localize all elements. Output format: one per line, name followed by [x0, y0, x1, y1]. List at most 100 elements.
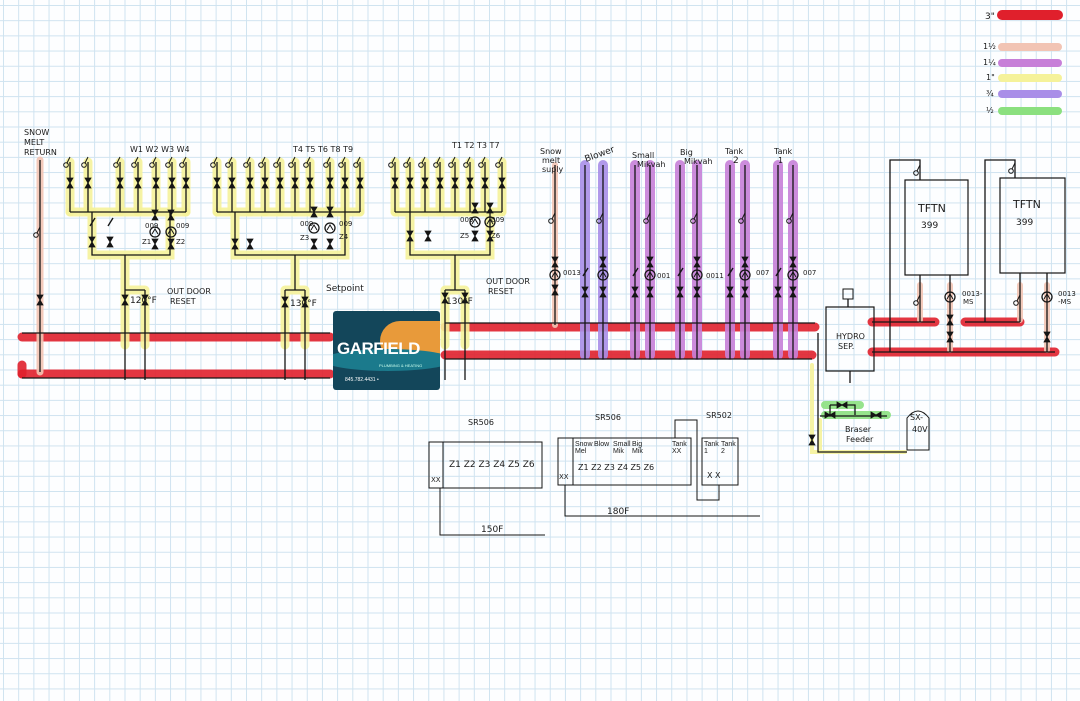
label-pump: 009 — [460, 216, 473, 224]
drain-icon — [916, 294, 921, 302]
valve-icon — [391, 177, 399, 189]
drain-cap-icon — [463, 162, 469, 168]
valve-icon — [631, 286, 639, 298]
label-small-mikvah: Small — [632, 151, 654, 160]
label-snow-melt-supply: suply — [542, 165, 564, 174]
valve-icon — [498, 177, 506, 189]
drain-cap-icon — [596, 218, 602, 224]
label-snow-melt-return: SNOW — [24, 128, 49, 137]
label-zones: Z1 Z2 Z3 Z4 Z5 Z6 — [578, 463, 654, 472]
logo-name: GARFIELD — [337, 339, 420, 358]
label-pump: 009 — [145, 222, 158, 230]
valve-icon — [870, 411, 882, 419]
drain-icon — [741, 212, 746, 220]
valve-icon — [421, 177, 429, 189]
drain-cap-icon — [81, 162, 87, 168]
valve-icon — [808, 434, 816, 446]
label-tank1: 1 — [778, 156, 783, 165]
label-reset: RESET — [488, 287, 514, 296]
drain-cap-icon — [225, 162, 231, 168]
label-temp: 130°F — [446, 297, 473, 307]
drain-icon — [421, 156, 426, 164]
label-small-mikvah: Mikvah — [637, 160, 665, 169]
label-zone: Z3 — [300, 234, 309, 242]
drain-cap-icon — [913, 170, 919, 176]
drain-icon — [152, 156, 157, 164]
valve-icon — [441, 292, 449, 304]
valve-icon — [789, 256, 797, 268]
circulator-pump-icon — [469, 216, 481, 228]
check-valve-icon — [727, 267, 734, 277]
drain-cap-icon — [165, 162, 171, 168]
drain-icon — [116, 156, 121, 164]
label-big-mikvah: Mikvah — [684, 157, 712, 166]
drain-icon — [693, 212, 698, 220]
valve-icon — [424, 230, 432, 242]
label-marks: X X — [707, 471, 721, 480]
circulator-pump-icon — [787, 269, 799, 281]
valve-icon — [167, 209, 175, 221]
drain-cap-icon — [303, 162, 309, 168]
valve-icon — [946, 331, 954, 343]
boiler-1 — [904, 179, 969, 276]
drain-icon — [168, 156, 173, 164]
circulator-pump-icon — [644, 269, 656, 281]
label-group3-zones: T1 T2 T3 T7 — [451, 141, 500, 150]
circulator-pump-icon — [324, 222, 336, 234]
drain-icon — [466, 156, 471, 164]
drain-icon — [1016, 294, 1021, 302]
valve-icon — [356, 177, 364, 189]
legend-label-0-5in: ½ — [986, 106, 994, 115]
drain-icon — [551, 212, 556, 220]
drain-icon — [391, 156, 396, 164]
drain-cap-icon — [243, 162, 249, 168]
main-return-header — [17, 350, 817, 379]
valve-icon — [66, 177, 74, 189]
label-xx: XX — [559, 473, 569, 481]
valve-icon — [246, 238, 254, 250]
label-temp: 180F — [607, 507, 629, 517]
label-tank2: 2 — [733, 156, 739, 166]
valve-and-pump-symbols — [33, 156, 1053, 446]
pipe-size-highlights — [17, 10, 1063, 454]
label-pump: 009 — [339, 220, 352, 228]
label-tank1: Tank — [773, 147, 793, 156]
drain-icon — [213, 156, 218, 164]
valve-icon — [824, 411, 836, 419]
label-group1-zones: W1 W2 W3 W4 — [130, 145, 190, 154]
pump-arrow-icon — [646, 271, 654, 278]
label-boiler1: 399 — [921, 221, 938, 231]
pipe-line — [234, 212, 346, 380]
valve-icon — [151, 238, 159, 250]
label-tank2: Tank — [724, 147, 744, 156]
valve-icon — [646, 256, 654, 268]
drain-cap-icon — [1013, 300, 1019, 306]
label-xx: XX — [431, 476, 441, 484]
circulator-pump-icon — [691, 269, 703, 281]
valve-icon — [326, 206, 334, 218]
drain-icon — [84, 156, 89, 164]
valve-icon — [281, 296, 289, 308]
label-hydro-sep: HYDRO — [836, 332, 865, 341]
label-pump: 009 — [176, 222, 189, 230]
drain-icon — [246, 156, 251, 164]
valve-icon — [326, 238, 334, 250]
valve-icon — [741, 286, 749, 298]
drain-cap-icon — [690, 218, 696, 224]
drain-icon — [36, 226, 41, 234]
label-zone: Z5 — [460, 232, 469, 240]
valve-icon — [693, 256, 701, 268]
label-pump: 0013 — [1058, 290, 1076, 298]
label-feeder: Feeder — [846, 435, 874, 444]
drain-cap-icon — [1008, 168, 1014, 174]
valve-icon — [436, 177, 444, 189]
label-pump: 009 — [491, 216, 504, 224]
valve-icon — [676, 286, 684, 298]
drain-cap-icon — [388, 162, 394, 168]
label-zone: Z4 — [339, 233, 349, 241]
valve-icon — [646, 286, 654, 298]
pump-arrow-icon — [693, 271, 701, 278]
drain-cap-icon — [258, 162, 264, 168]
boiler-loop-header — [867, 317, 1060, 357]
pipe-lines — [22, 159, 1055, 453]
